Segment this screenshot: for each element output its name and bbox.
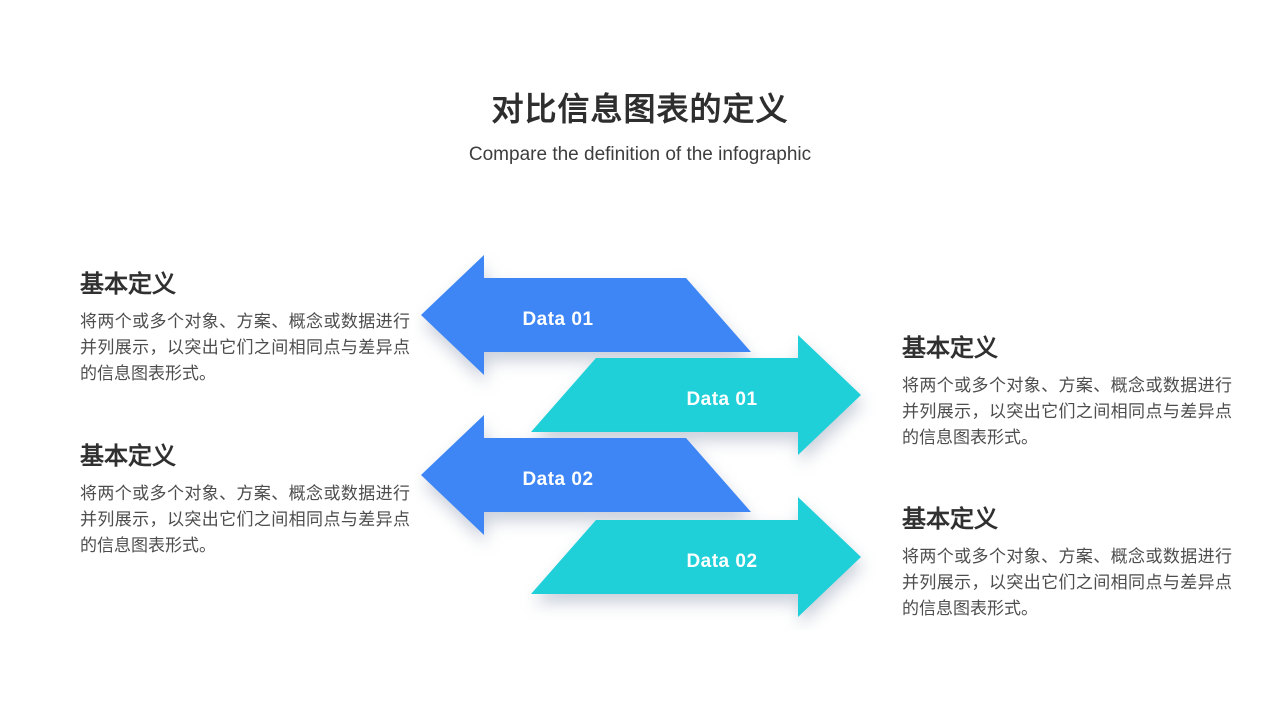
slide-title: 对比信息图表的定义 — [491, 91, 789, 127]
definition-block-left-bottom: 基本定义 将两个或多个对象、方案、概念或数据进行并列展示，以突出它们之间相同点与… — [80, 442, 410, 559]
arrow-label-data01-right: Data 01 — [686, 389, 757, 410]
arrow-banner-data02-left: Data 02 — [421, 415, 751, 535]
block-heading: 基本定义 — [902, 335, 998, 362]
arrow-label-data01-left: Data 01 — [522, 309, 593, 330]
definition-block-right-top: 基本定义 将两个或多个对象、方案、概念或数据进行并列展示，以突出它们之间相同点与… — [902, 334, 1232, 451]
arrow-banner-data01-right: Data 01 — [531, 335, 861, 455]
block-body: 将两个或多个对象、方案、概念或数据进行并列展示，以突出它们之间相同点与差异点的信… — [80, 484, 410, 555]
block-body: 将两个或多个对象、方案、概念或数据进行并列展示，以突出它们之间相同点与差异点的信… — [902, 547, 1232, 618]
left-arrow-icon — [421, 255, 751, 375]
definition-block-left-top: 基本定义 将两个或多个对象、方案、概念或数据进行并列展示，以突出它们之间相同点与… — [80, 270, 410, 387]
right-arrow-icon — [531, 497, 861, 617]
slide-subtitle: Compare the definition of the infographi… — [468, 144, 812, 165]
block-body: 将两个或多个对象、方案、概念或数据进行并列展示，以突出它们之间相同点与差异点的信… — [902, 376, 1232, 447]
arrow-banner-data01-left: Data 01 — [421, 255, 751, 375]
right-arrow-icon — [531, 335, 861, 455]
left-arrow-icon — [421, 415, 751, 535]
block-heading: 基本定义 — [902, 506, 998, 533]
definition-block-right-bottom: 基本定义 将两个或多个对象、方案、概念或数据进行并列展示，以突出它们之间相同点与… — [902, 505, 1232, 622]
arrow-banner-data02-right: Data 02 — [531, 497, 861, 617]
arrow-label-data02-right: Data 02 — [686, 551, 757, 572]
block-heading: 基本定义 — [80, 271, 176, 298]
comparison-arrows-graphic: Data 01 Data 01 Data 02 Data 02 — [421, 255, 861, 617]
arrow-label-data02-left: Data 02 — [522, 469, 593, 490]
block-body: 将两个或多个对象、方案、概念或数据进行并列展示，以突出它们之间相同点与差异点的信… — [80, 312, 410, 383]
block-heading: 基本定义 — [80, 443, 176, 470]
